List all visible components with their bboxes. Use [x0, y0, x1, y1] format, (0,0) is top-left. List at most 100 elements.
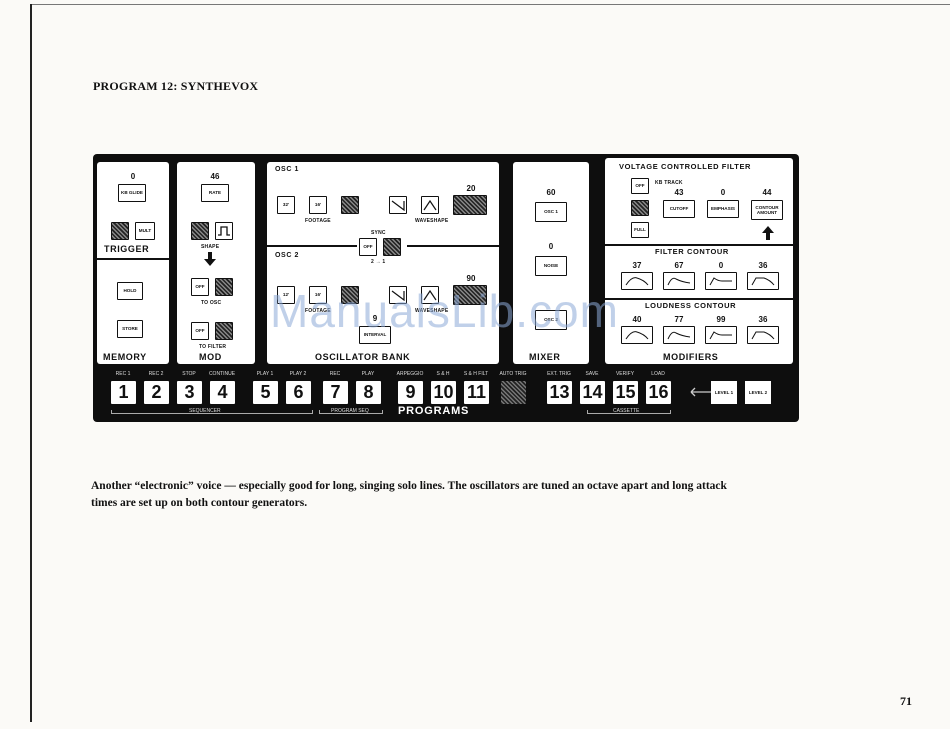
osc1-footage-16-button[interactable]: 16' — [309, 196, 327, 214]
program-seq-label: PROGRAM SEQ — [331, 408, 369, 414]
mod-section-label: MOD — [199, 352, 222, 362]
loudness-attack-button[interactable] — [621, 326, 653, 344]
osc1-footage-32-button[interactable]: 32' — [277, 196, 295, 214]
filter-sustain-button[interactable] — [705, 272, 737, 290]
osc2-pulse-wave-button[interactable] — [453, 285, 487, 305]
program-label-4: CONTINUE — [208, 371, 236, 377]
osc1-waveshape-label: WAVESHAPE — [415, 218, 449, 224]
trigger-memory-section: 0 KB GLIDE MULT TRIGGER HOLD STORE MEMOR… — [97, 162, 169, 364]
to-filter-label: TO FILTER — [199, 344, 227, 350]
mixer-osc1-button[interactable]: OSC 1 — [535, 202, 567, 222]
mod-shape-button-1[interactable] — [191, 222, 209, 240]
program-button-7[interactable]: 7 — [323, 381, 348, 404]
attack-curve-icon — [625, 331, 649, 340]
filter-release-value: 36 — [758, 261, 768, 270]
store-button[interactable]: STORE — [117, 320, 143, 338]
mult-button[interactable]: MULT — [135, 222, 155, 240]
program-button-5[interactable]: 5 — [253, 381, 278, 404]
filter-divider — [605, 244, 793, 246]
contour-amount-button[interactable]: CONTOUR AMOUNT — [751, 200, 783, 220]
kb-track-full-button[interactable]: FULL — [631, 222, 649, 238]
loudness-release-button[interactable] — [747, 326, 779, 344]
to-osc-label: TO OSC — [201, 300, 222, 306]
osc1-pulse-wave-button[interactable] — [453, 195, 487, 215]
to-osc-off-button[interactable]: OFF — [191, 278, 209, 296]
kb-track-half-button[interactable] — [631, 200, 649, 216]
level-2-button[interactable]: LEVEL 2 — [745, 381, 771, 404]
program-button-10[interactable]: 10 — [431, 381, 456, 404]
osc2-triangle-wave-button[interactable] — [421, 286, 439, 304]
mixer-section: 60 OSC 1 0 NOISE OSC 2 MIXER — [513, 162, 589, 364]
mod-shape-button-2[interactable] — [215, 222, 233, 240]
kb-track-off-button[interactable]: OFF — [631, 178, 649, 194]
to-osc-on-button[interactable] — [215, 278, 233, 296]
program-button-14[interactable]: 14 — [580, 381, 605, 404]
square-wave-icon — [218, 226, 230, 236]
program-button-16[interactable]: 16 — [646, 381, 671, 404]
program-button-4[interactable]: 4 — [210, 381, 235, 404]
interval-button[interactable]: INTERVAL — [359, 326, 391, 344]
decay-curve-icon — [667, 331, 691, 340]
attack-curve-icon — [625, 277, 649, 286]
loudness-release-value: 36 — [758, 315, 768, 324]
sync-off-button[interactable]: OFF — [359, 238, 377, 256]
program-button-1[interactable]: 1 — [111, 381, 136, 404]
mixer-noise-button[interactable]: NOISE — [535, 256, 567, 276]
filter-release-button[interactable] — [747, 272, 779, 290]
shape-label: SHAPE — [201, 244, 220, 250]
program-label-10: S & H — [436, 371, 450, 377]
program-button-15[interactable]: 15 — [613, 381, 638, 404]
program-seq-bracket — [319, 410, 383, 414]
cutoff-value: 43 — [674, 188, 684, 197]
filter-decay-value: 67 — [674, 261, 684, 270]
loudness-sustain-button[interactable] — [705, 326, 737, 344]
program-label-2: REC 2 — [148, 371, 164, 377]
arrow-up-icon — [762, 226, 774, 240]
cassette-bracket — [587, 410, 671, 414]
loudness-decay-button[interactable] — [663, 326, 695, 344]
program-button-12[interactable] — [501, 381, 526, 404]
filter-attack-value: 37 — [632, 261, 642, 270]
osc1-footage-lit-button[interactable] — [341, 196, 359, 214]
to-filter-off-button[interactable]: OFF — [191, 322, 209, 340]
osc2-footage-16-button[interactable]: 16' — [309, 286, 327, 304]
release-curve-icon — [751, 277, 775, 286]
to-filter-on-button[interactable] — [215, 322, 233, 340]
program-button-8[interactable]: 8 — [356, 381, 381, 404]
sustain-curve-icon — [709, 277, 732, 286]
mixer-osc1-value: 60 — [546, 188, 556, 197]
cassette-label: CASSETTE — [613, 408, 640, 414]
osc-bank-divider-right — [407, 245, 499, 247]
filter-attack-button[interactable] — [621, 272, 653, 290]
rate-button[interactable]: RATE — [201, 184, 229, 202]
sync-label: SYNC — [371, 230, 386, 236]
program-button-11[interactable]: 11 — [464, 381, 489, 404]
program-label-7: REC — [329, 371, 341, 377]
program-button-13[interactable]: 13 — [547, 381, 572, 404]
sync-on-button[interactable] — [383, 238, 401, 256]
osc2-ramp-wave-button[interactable] — [389, 286, 407, 304]
oscillator-bank-section-label: OSCILLATOR BANK — [315, 352, 411, 362]
program-button-2[interactable]: 2 — [144, 381, 169, 404]
level-1-button[interactable]: LEVEL 1 — [711, 381, 737, 404]
filter-decay-button[interactable] — [663, 272, 695, 290]
osc2-footage-12-button[interactable]: 12' — [277, 286, 295, 304]
osc2-waveshape-label: WAVESHAPE — [415, 308, 449, 314]
program-label-11: S & H FILT — [463, 371, 489, 377]
rate-value: 46 — [210, 172, 220, 181]
kb-glide-button[interactable]: KB GLIDE — [118, 184, 146, 202]
mixer-osc2-button[interactable]: OSC 2 — [535, 310, 567, 330]
cutoff-button[interactable]: CUTOFF — [663, 200, 695, 218]
hold-button[interactable]: HOLD — [117, 282, 143, 300]
emphasis-button[interactable]: EMPHASIS — [707, 200, 739, 218]
program-button-3[interactable]: 3 — [177, 381, 202, 404]
osc2-label: OSC 2 — [275, 252, 300, 259]
osc2-footage-lit-button[interactable] — [341, 286, 359, 304]
osc-bank-divider-left — [267, 245, 357, 247]
osc1-triangle-wave-button[interactable] — [421, 196, 439, 214]
trigger-button[interactable] — [111, 222, 129, 240]
osc1-ramp-wave-button[interactable] — [389, 196, 407, 214]
program-button-6[interactable]: 6 — [286, 381, 311, 404]
page-title: PROGRAM 12: SYNTHEVOX — [93, 79, 259, 93]
program-button-9[interactable]: 9 — [398, 381, 423, 404]
